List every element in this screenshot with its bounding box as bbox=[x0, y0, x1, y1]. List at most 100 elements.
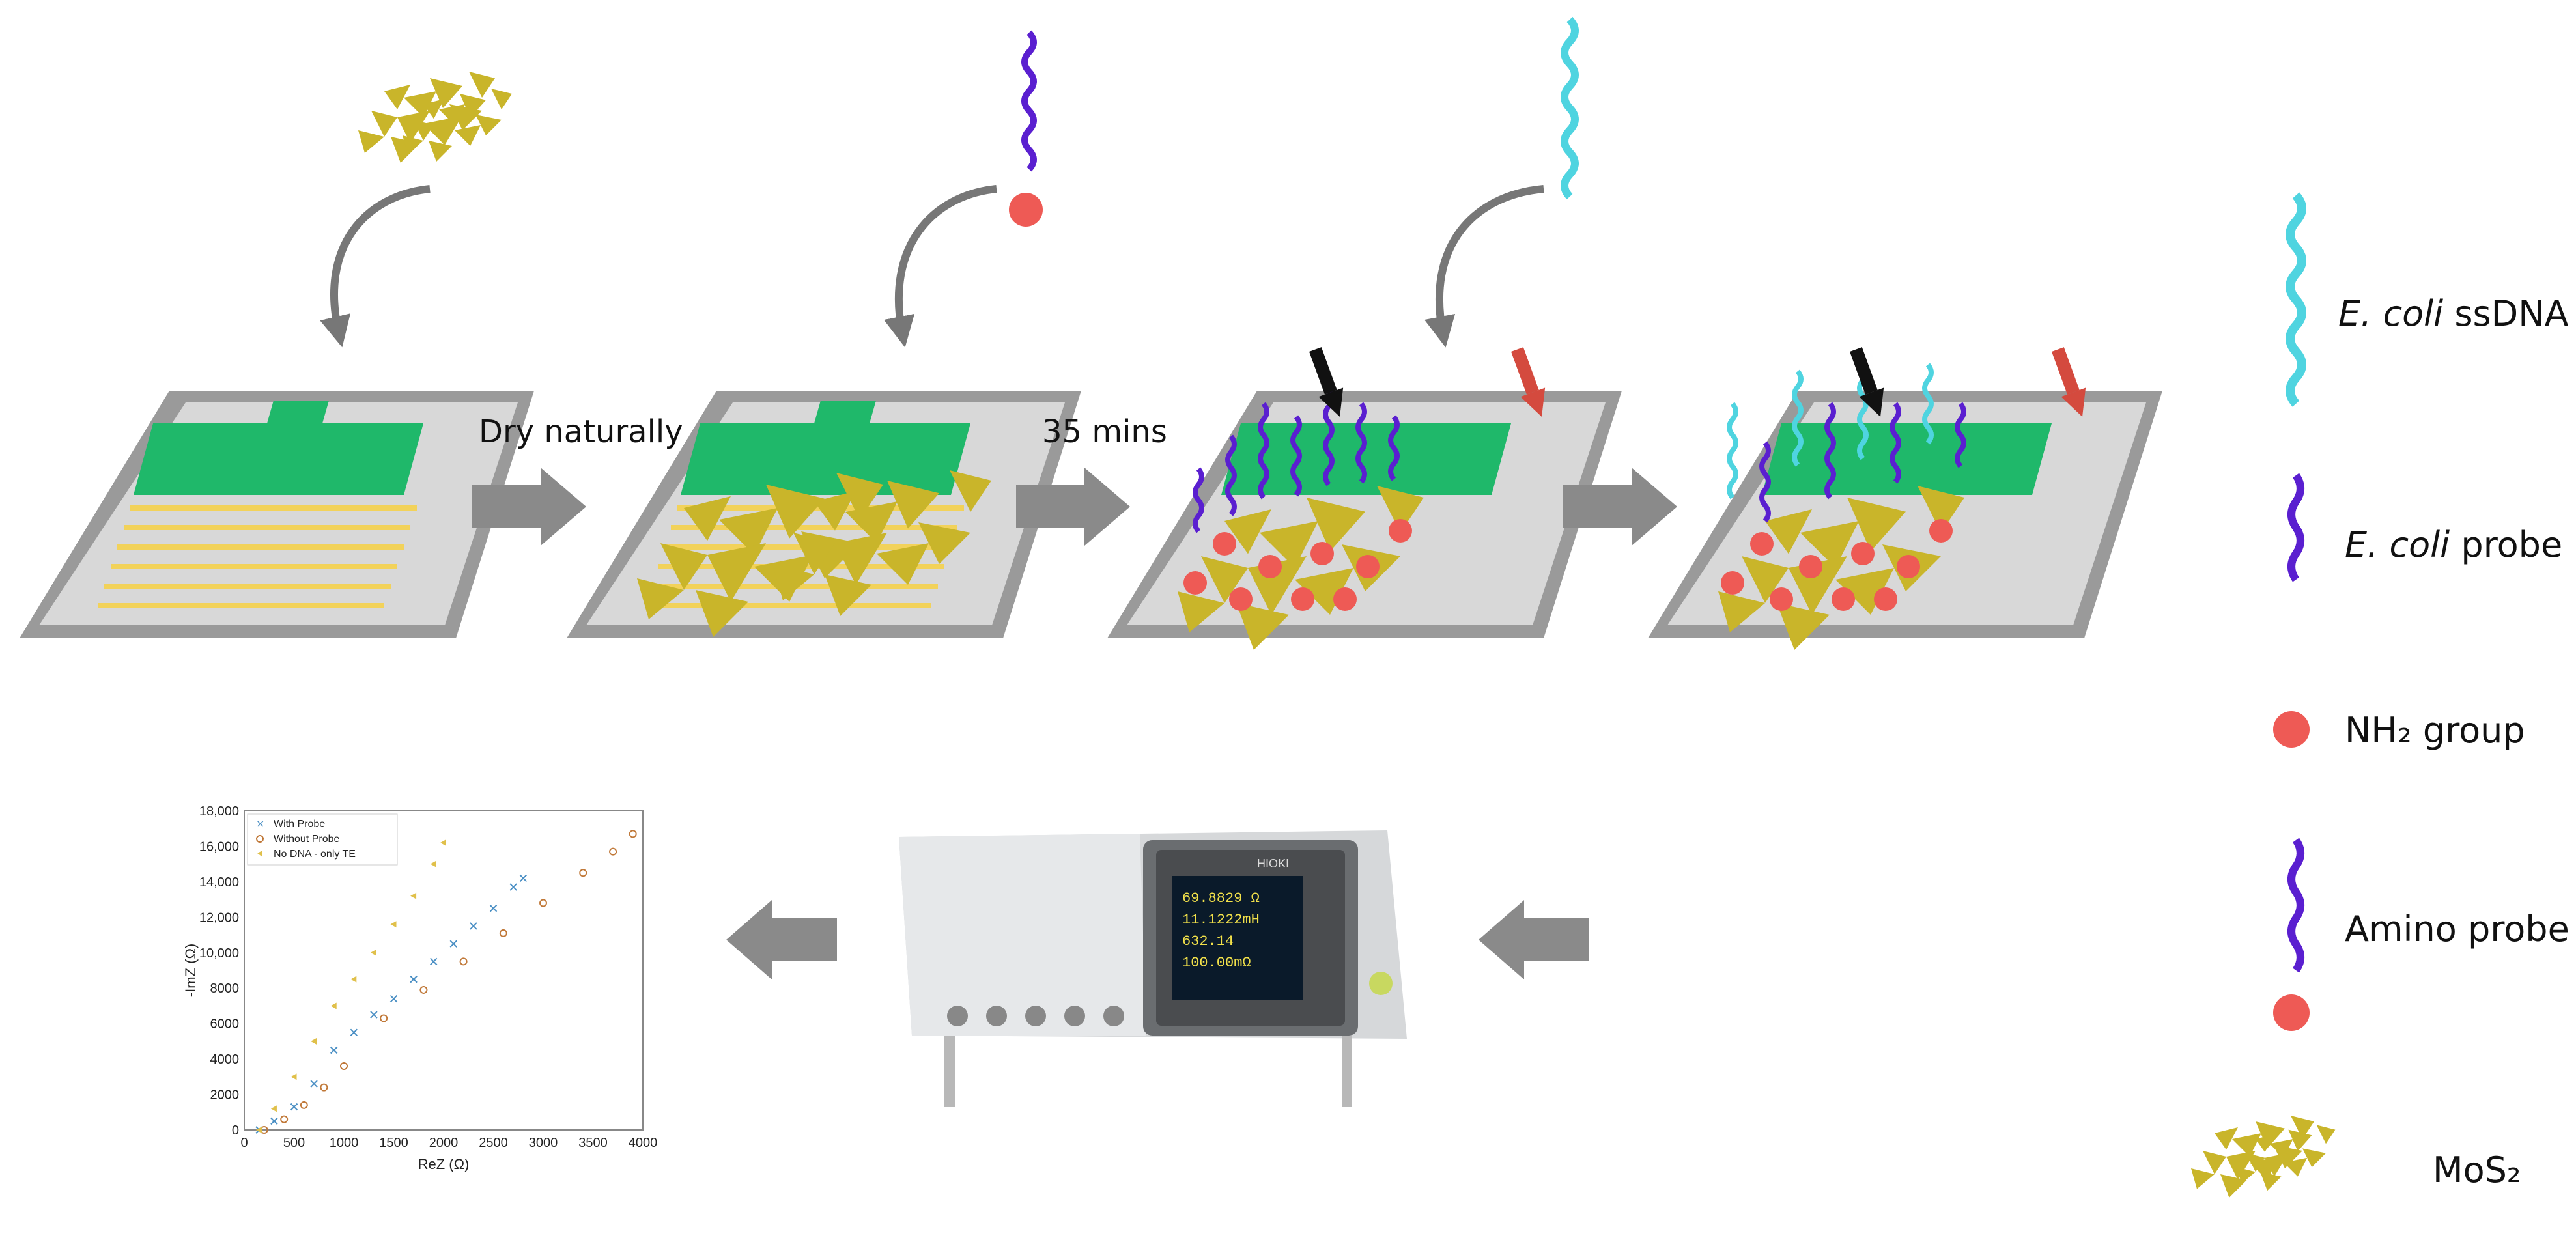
sensor-step-2 bbox=[567, 391, 1081, 638]
meter-reading-2: 632.14 bbox=[1182, 933, 1234, 950]
data-point-series-0 bbox=[290, 1103, 298, 1111]
data-point-series-2 bbox=[440, 839, 446, 846]
data-point-series-1 bbox=[539, 899, 547, 907]
y-tick-label: 18,000 bbox=[199, 804, 239, 819]
legend-with-probe: With Probe bbox=[274, 819, 325, 830]
meter-screen bbox=[1172, 876, 1303, 1000]
meter-brand: HIOKI bbox=[1257, 857, 1289, 870]
legend-no-dna: No DNA - only TE bbox=[274, 849, 356, 860]
x-tick-label: 3500 bbox=[578, 1136, 608, 1150]
data-point-series-2 bbox=[330, 1002, 337, 1009]
legend-probe-icon bbox=[2287, 473, 2304, 582]
data-point-series-0 bbox=[330, 1046, 338, 1054]
data-point-series-2 bbox=[311, 1037, 317, 1045]
y-tick-label: 8000 bbox=[210, 981, 240, 996]
data-point-series-2 bbox=[290, 1073, 297, 1080]
black-clip-icon bbox=[1309, 347, 1344, 417]
impedance-chart: 0 500 1000 1500 2000 2500 3000 3500 4000 0 2000 400… bbox=[182, 804, 657, 1172]
chart-xlabel: ReZ (Ω) bbox=[418, 1156, 470, 1172]
red-clip-icon bbox=[1511, 347, 1546, 417]
data-point-series-2 bbox=[410, 892, 417, 899]
data-point-series-0 bbox=[470, 922, 477, 930]
data-point-series-0 bbox=[489, 905, 498, 912]
y-tick-label: 12,000 bbox=[199, 910, 239, 925]
legend-nh2-label: NH₂ group bbox=[2345, 710, 2525, 751]
y-tick-label: 10,000 bbox=[199, 946, 239, 961]
y-tick-label: 2000 bbox=[210, 1088, 240, 1103]
data-point-series-1 bbox=[629, 830, 637, 838]
data-point-series-1 bbox=[380, 1014, 388, 1022]
arrow-3-4 bbox=[1563, 468, 1677, 546]
lcr-meter-device: HIOKI 69.8829 Ω 11.1222mH 632.14 100.00m… bbox=[899, 830, 1407, 1107]
y-tick-label: 0 bbox=[232, 1123, 239, 1138]
data-point-series-1 bbox=[320, 1083, 328, 1092]
sensor-step-1 bbox=[20, 391, 534, 638]
x-tick-label: 1500 bbox=[379, 1136, 408, 1150]
legend-probe-label: E. coli probe bbox=[2345, 524, 2563, 565]
y-tick-label: 6000 bbox=[210, 1017, 240, 1032]
data-point-series-0 bbox=[389, 994, 398, 1003]
amino-probe-icon bbox=[1009, 30, 1043, 227]
data-point-series-2 bbox=[350, 976, 357, 983]
curved-arrow-1 bbox=[320, 185, 431, 348]
data-point-series-1 bbox=[579, 869, 587, 877]
x-tick-label: 2500 bbox=[479, 1136, 508, 1150]
x-tick-label: 500 bbox=[283, 1136, 305, 1150]
meter-reading-3: 100.00mΩ bbox=[1182, 955, 1251, 971]
time-label: 35 mins bbox=[1042, 414, 1167, 450]
data-point-series-2 bbox=[390, 921, 397, 928]
legend-amino-probe-icon bbox=[2287, 838, 2304, 973]
dry-naturally-label: Dry naturally bbox=[479, 414, 683, 450]
mos2-flakes-icon bbox=[358, 72, 512, 163]
data-point-series-2 bbox=[255, 1127, 262, 1133]
arrow-2-3 bbox=[1016, 468, 1130, 546]
legend-without-probe: Without Probe bbox=[274, 834, 339, 845]
data-point-series-0 bbox=[310, 1080, 318, 1088]
x-tick-label: 3000 bbox=[529, 1136, 558, 1150]
meter-reading-0: 69.8829 Ω bbox=[1182, 890, 1260, 907]
data-point-series-0 bbox=[410, 975, 418, 983]
data-point-series-2 bbox=[370, 949, 376, 956]
legend-mos2-label: MoS₂ bbox=[2433, 1149, 2521, 1191]
data-point-series-0 bbox=[429, 957, 438, 966]
data-point-series-1 bbox=[280, 1115, 289, 1123]
data-point-series-1 bbox=[300, 1101, 308, 1109]
data-point-series-0 bbox=[270, 1117, 278, 1125]
legend-nh2-icon bbox=[2273, 711, 2310, 748]
x-tick-label: 2000 bbox=[429, 1136, 459, 1150]
legend-mos2-icon bbox=[2191, 1116, 2336, 1198]
data-point-series-1 bbox=[340, 1062, 348, 1070]
data-point-series-0 bbox=[350, 1028, 358, 1036]
sensor-step-3 bbox=[1107, 347, 1622, 650]
curved-arrow-2 bbox=[883, 185, 997, 348]
arrow-to-meter bbox=[1479, 900, 1589, 979]
curved-arrow-3 bbox=[1424, 185, 1544, 348]
sensor-step-4 bbox=[1648, 347, 2162, 650]
x-tick-label: 4000 bbox=[629, 1136, 658, 1150]
svg-text:×: × bbox=[256, 817, 264, 830]
meter-reading-1: 11.1222mH bbox=[1182, 912, 1260, 928]
legend-ssdna-icon bbox=[2286, 192, 2306, 407]
arrow-to-chart bbox=[726, 900, 837, 979]
y-tick-label: 14,000 bbox=[199, 875, 239, 890]
data-point-series-0 bbox=[370, 1011, 378, 1019]
ssdna-strand-icon bbox=[1561, 16, 1579, 200]
data-point-series-0 bbox=[449, 940, 458, 948]
x-tick-label: 0 bbox=[240, 1136, 248, 1150]
chart-ylabel: -ImZ (Ω) bbox=[182, 944, 199, 997]
data-point-series-0 bbox=[519, 874, 528, 882]
data-point-series-2 bbox=[270, 1105, 277, 1112]
data-point-series-0 bbox=[509, 883, 517, 891]
y-tick-label: 4000 bbox=[210, 1052, 240, 1067]
data-point-series-1 bbox=[609, 847, 617, 856]
arrow-1-2 bbox=[472, 468, 586, 546]
legend-ssdna-label: E. coli ssDNA bbox=[2338, 293, 2569, 334]
data-point-series-2 bbox=[430, 860, 436, 867]
y-tick-label: 16,000 bbox=[199, 839, 239, 854]
legend-panel bbox=[2191, 192, 2336, 1198]
x-tick-label: 1000 bbox=[330, 1136, 359, 1150]
chart-legend: With Probe Without Probe No DNA - only T… bbox=[247, 813, 398, 866]
data-point-series-1 bbox=[459, 957, 468, 966]
data-point-series-1 bbox=[499, 929, 507, 937]
